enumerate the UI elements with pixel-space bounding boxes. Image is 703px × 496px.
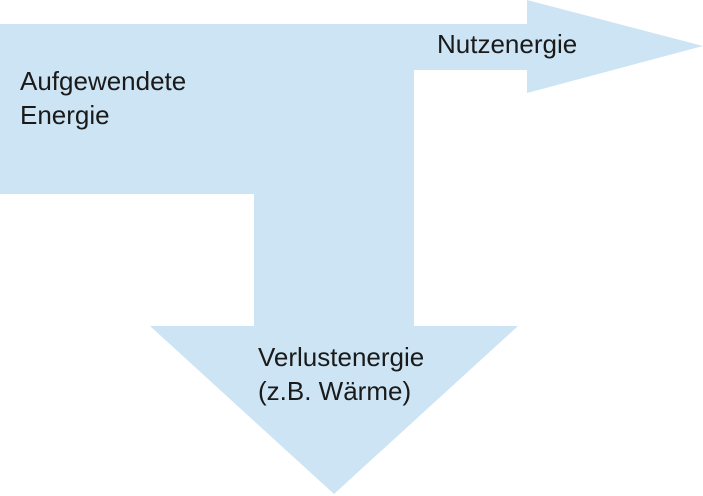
- useful-energy-label-text: Nutzenergie: [437, 29, 578, 59]
- useful-energy-label: Nutzenergie: [437, 27, 577, 61]
- loss-energy-label-line2: (z.B. Wärme): [258, 376, 412, 406]
- input-energy-label: Aufgewendete Energie: [20, 64, 186, 132]
- loss-energy-label: Verlustenergie (z.B. Wärme): [258, 340, 424, 408]
- input-energy-label-line2: Energie: [20, 100, 110, 130]
- input-energy-label-line1: Aufgewendete: [20, 66, 187, 96]
- loss-energy-label-line1: Verlustenergie: [258, 342, 425, 372]
